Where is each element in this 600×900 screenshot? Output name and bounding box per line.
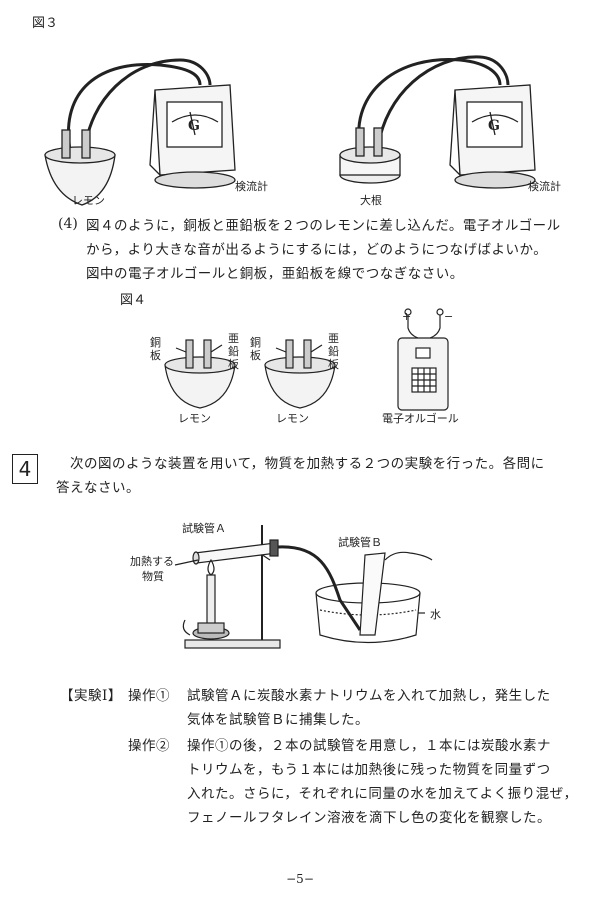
music-box	[397, 308, 449, 411]
copper-label-2: 銅板	[250, 336, 263, 362]
figure4-label: 図４	[120, 293, 147, 308]
galvanometer-label-left: 検流計	[235, 180, 268, 193]
heated-substance-label: 加熱する 物質	[130, 555, 174, 583]
meter-letter-right: G	[488, 118, 500, 134]
test-tube-b	[359, 552, 386, 636]
lemon1-label: レモン	[178, 412, 211, 425]
hand	[384, 551, 433, 561]
tube-a-label: 試験管Ａ	[182, 522, 226, 535]
lemon2-cell	[264, 339, 336, 409]
zinc-label-2: 亜鉛板	[328, 332, 341, 371]
question4-line: 図中の電子オルゴールと銅板，亜鉛板を線でつなぎなさい。	[86, 266, 464, 282]
meter-letter-left: G	[188, 118, 200, 134]
minus-sign: −	[444, 310, 454, 323]
plus-sign: +	[402, 310, 412, 323]
intro-line: 次の図のような装置を用いて，物質を加熱する２つの実験を行った。各問に	[70, 456, 545, 472]
question4-text: 図４のように，銅板と亜鉛板を２つのレモンに差し込んだ。電子オルゴール から，より…	[86, 214, 576, 286]
galvanometer-label-right: 検流計	[528, 180, 561, 193]
page-number: −5−	[286, 872, 314, 886]
op2-text: 操作①の後，２本の試験管を用意し，１本には炭酸水素ナ トリウムを，もう１本には加…	[187, 738, 578, 826]
op1-label: 操作①	[128, 688, 170, 704]
op2-label: 操作②	[128, 738, 170, 754]
question4-line: 図４のように，銅板と亜鉛板を２つのレモンに差し込んだ。電子オルゴール	[86, 218, 561, 234]
lemon1-cell	[164, 339, 236, 409]
intro-line: 答えなさい。	[56, 480, 140, 496]
tube-b-label: 試験管Ｂ	[338, 536, 382, 549]
experiment1-title: 【実験Ⅰ】	[60, 688, 122, 704]
question4-line: から，より大きな音が出るようにするには，どのようにつなげばよいか。	[86, 242, 548, 258]
lemon-label: レモン	[72, 194, 105, 207]
zinc-label-1: 亜鉛板	[228, 332, 241, 371]
delivery-tube	[277, 545, 362, 631]
lemon2-label: レモン	[276, 412, 309, 425]
stand-base	[184, 639, 281, 649]
gas-burner	[182, 558, 230, 640]
figure4-diagram	[164, 308, 449, 411]
radish-label: 大根	[360, 194, 382, 207]
copper-label-text: 銅板	[150, 336, 161, 362]
section4-intro: 次の図のような装置を用いて，物質を加熱する２つの実験を行った。各問に 答えなさい…	[56, 452, 580, 500]
op1-text: 試験管Ａに炭酸水素ナトリウムを入れて加熱し，発生した 気体を試験管Ｂに捕集した。	[187, 688, 551, 728]
copper-label-text: 銅板	[250, 336, 261, 362]
question4-number: (4)	[58, 216, 78, 232]
lemon-galvanometer-setup	[44, 58, 236, 206]
zinc-label-text: 亜鉛板	[328, 332, 339, 371]
figure3-label: 図３	[32, 16, 59, 31]
radish-galvanometer-setup	[339, 55, 536, 189]
section4-number-box: 4	[12, 454, 38, 484]
apparatus-diagram	[174, 525, 433, 649]
figure3-diagram: G G	[44, 55, 536, 206]
test-tube-a	[192, 539, 279, 565]
copper-label-1: 銅板	[150, 336, 163, 362]
zinc-label-text: 亜鉛板	[228, 332, 239, 371]
water-label: 水	[430, 608, 441, 621]
music-box-label: 電子オルゴール	[382, 412, 459, 425]
